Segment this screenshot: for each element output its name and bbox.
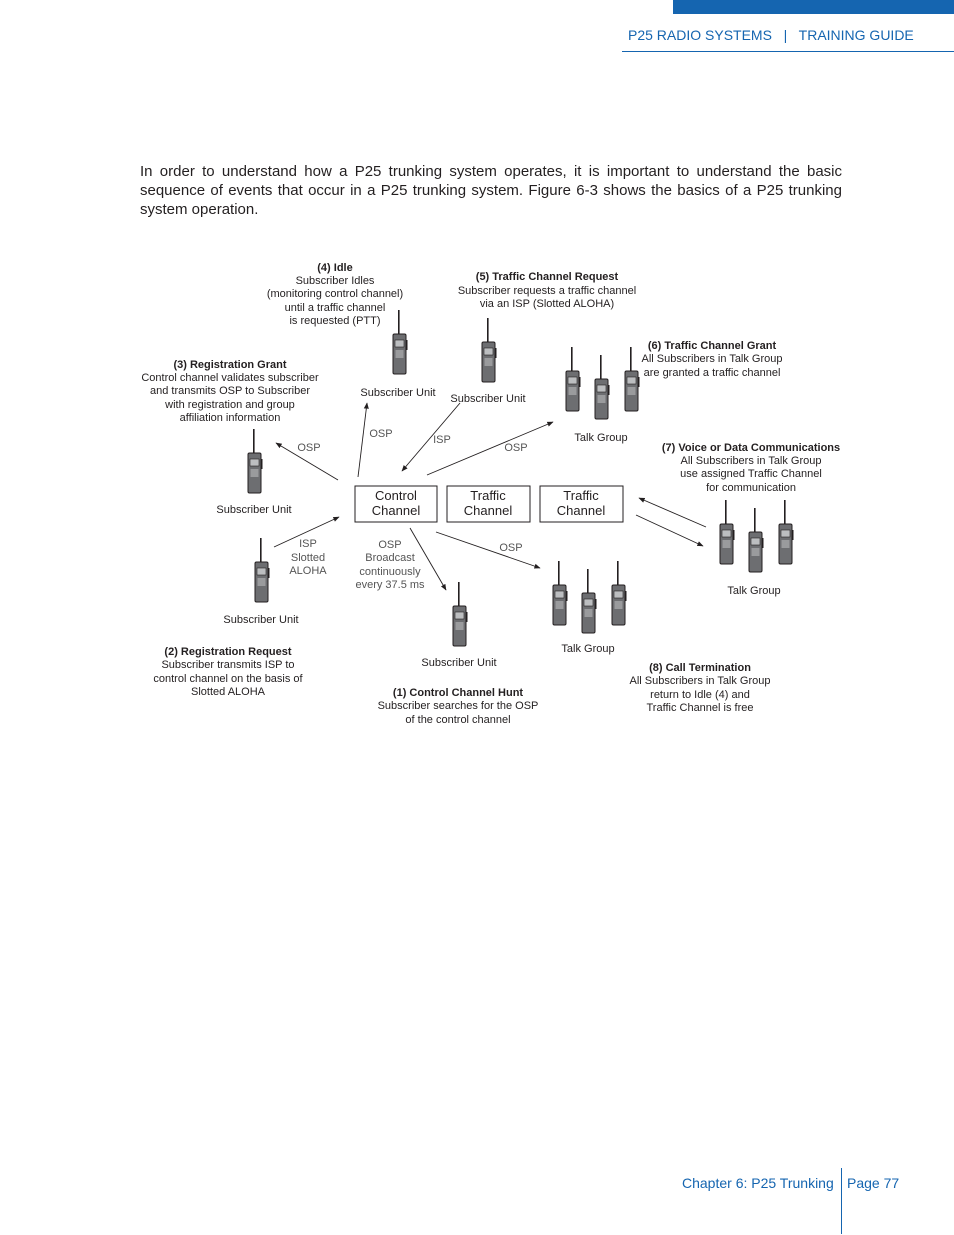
arrow-label: ISP [433,434,451,446]
step-6-caption: (6) Traffic Channel Grant All Subscriber… [641,340,782,379]
svg-text:of the control channel: of the control channel [405,714,510,726]
radio-icon [453,582,468,646]
svg-text:All Subscribers in Talk Group: All Subscribers in Talk Group [680,455,821,467]
step-7-caption: (7) Voice or Data Communications All Sub… [662,442,840,494]
arrow-communications-in [639,498,706,527]
svg-text:(5) Traffic Channel Request: (5) Traffic Channel Request [476,271,619,283]
svg-text:(2) Registration Request: (2) Registration Request [164,646,291,658]
radio-icon [749,508,764,572]
svg-text:and transmits OSP to Subscribe: and transmits OSP to Subscriber [150,385,310,397]
svg-text:(8) Call Termination: (8) Call Termination [649,662,751,674]
svg-text:ISP: ISP [299,538,317,550]
arrow-label: OSP [499,542,522,554]
svg-text:Channel: Channel [557,503,606,518]
arrow-label: OSP [504,442,527,454]
svg-text:All Subscribers in Talk Group: All Subscribers in Talk Group [641,353,782,365]
step-5-caption: (5) Traffic Channel Request Subscriber r… [458,271,636,310]
svg-text:(monitoring control channel): (monitoring control channel) [267,288,403,300]
svg-text:(1) Control Channel Hunt: (1) Control Channel Hunt [393,687,523,699]
radio-icon [625,347,640,411]
arrow-communications-out [636,515,703,546]
radio-icon [255,538,270,602]
svg-text:Subscriber requests a traffic: Subscriber requests a traffic channel [458,285,636,297]
svg-text:Slotted: Slotted [291,552,325,564]
svg-text:via an ISP (Slotted ALOHA): via an ISP (Slotted ALOHA) [480,298,614,310]
svg-text:use assigned Traffic Channel: use assigned Traffic Channel [680,468,822,480]
svg-text:Subscriber Idles: Subscriber Idles [296,275,375,287]
unit-label: Subscriber Unit [223,614,298,626]
svg-text:are granted a traffic channel: are granted a traffic channel [644,367,781,379]
unit-label: Talk Group [574,432,627,444]
svg-text:(6) Traffic Channel Grant: (6) Traffic Channel Grant [648,340,777,352]
unit-label: Subscriber Unit [360,387,435,399]
radio-icon [248,429,263,493]
footer-page-number: Page 77 [847,1175,899,1191]
radio-icon [720,500,735,564]
svg-text:Control: Control [375,488,417,503]
svg-text:Channel: Channel [372,503,421,518]
radio-icon [553,561,568,625]
step-8-caption: (8) Call Termination All Subscribers in … [629,662,770,714]
radio-icon [393,310,408,374]
svg-text:return to Idle (4) and: return to Idle (4) and [650,689,750,701]
step-4-caption: (4) Idle Subscriber Idles (monitoring co… [267,262,403,327]
svg-text:with registration and group: with registration and group [164,399,295,411]
svg-text:All Subscribers in Talk Group: All Subscribers in Talk Group [629,675,770,687]
svg-text:Control channel validates subs: Control channel validates subscriber [141,372,319,384]
unit-label: Subscriber Unit [216,504,291,516]
svg-text:Traffic: Traffic [563,488,599,503]
arrow-label: OSP [297,442,320,454]
svg-text:Channel: Channel [464,503,513,518]
radio-icon [595,355,610,419]
svg-text:Traffic: Traffic [470,488,506,503]
step-3-caption: (3) Registration Grant Control channel v… [141,359,319,424]
svg-text:OSP: OSP [378,539,401,551]
svg-text:is requested (PTT): is requested (PTT) [289,315,380,327]
radio-icon [582,569,597,633]
arrow-label: OSP [369,428,392,440]
svg-text:continuously: continuously [359,566,421,578]
isp-slotted-aloha-label: ISP Slotted ALOHA [289,538,327,577]
traffic-channel-box-2: Traffic Channel [540,486,623,522]
svg-text:(3) Registration Grant: (3) Registration Grant [173,359,286,371]
osp-broadcast-label: OSP Broadcast continuously every 37.5 ms [355,539,425,591]
svg-text:Subscriber transmits ISP to: Subscriber transmits ISP to [161,659,294,671]
radio-icon [482,318,497,382]
traffic-channel-box-1: Traffic Channel [447,486,530,522]
unit-label: Subscriber Unit [450,393,525,405]
radio-icon [612,561,627,625]
arrow-traffic-request-isp [402,403,460,471]
svg-text:Subscriber searches for the OS: Subscriber searches for the OSP [378,700,539,712]
svg-text:ALOHA: ALOHA [289,565,327,577]
step-2-caption: (2) Registration Request Subscriber tran… [153,646,303,698]
control-channel-box: Control Channel [355,486,437,522]
unit-label: Talk Group [561,643,614,655]
radio-icon [566,347,581,411]
svg-text:for communication: for communication [706,482,796,494]
arrow-idle-osp [358,403,367,477]
step-1-caption: (1) Control Channel Hunt Subscriber sear… [378,687,539,726]
arrow-talkgroup-osp [436,532,540,568]
svg-text:Traffic Channel is free: Traffic Channel is free [647,702,754,714]
unit-label: Talk Group [727,585,780,597]
svg-text:(4) Idle: (4) Idle [317,262,352,274]
svg-text:every 37.5 ms: every 37.5 ms [355,579,425,591]
svg-text:Slotted ALOHA: Slotted ALOHA [191,686,266,698]
footer-divider [841,1168,842,1234]
svg-text:until a traffic channel: until a traffic channel [285,302,386,314]
footer-chapter: Chapter 6: P25 Trunking [682,1175,834,1191]
svg-text:affiliation information: affiliation information [180,412,281,424]
svg-text:control channel on the basis o: control channel on the basis of [153,673,303,685]
svg-text:Broadcast: Broadcast [365,552,415,564]
radio-icon [779,500,794,564]
unit-label: Subscriber Unit [421,657,496,669]
arrow-traffic-grant-osp [427,422,553,475]
svg-text:(7) Voice or Data Communicatio: (7) Voice or Data Communications [662,442,840,454]
